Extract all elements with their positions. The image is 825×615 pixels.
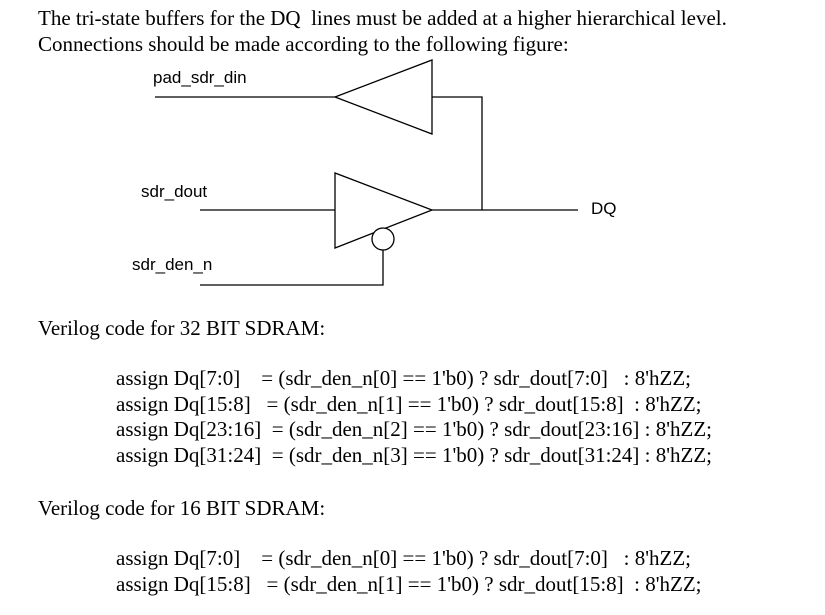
- intro-line-2: Connections should be made according to …: [38, 32, 569, 56]
- heading-32-bit: Verilog code for 32 BIT SDRAM:: [38, 316, 326, 340]
- code-line: assign Dq[7:0] = (sdr_den_n[0] == 1'b0) …: [116, 366, 692, 390]
- feedback-wire: [432, 96, 483, 210]
- tristate-buffer-diagram: pad_sdr_din sdr_dout sdr_den_n DQ: [132, 59, 617, 286]
- input-buffer-triangle: [333, 59, 433, 135]
- code-line: assign Dq[7:0] = (sdr_den_n[0] == 1'b0) …: [116, 546, 692, 570]
- label-pad-sdr-din: pad_sdr_din: [153, 68, 247, 87]
- code-line: assign Dq[23:16] = (sdr_den_n[2] == 1'b0…: [116, 417, 713, 441]
- code-line: assign Dq[15:8] = (sdr_den_n[1] == 1'b0)…: [116, 391, 702, 416]
- heading-16-bit: Verilog code for 16 BIT SDRAM:: [38, 496, 326, 520]
- code-line: assign Dq[31:24] = (sdr_den_n[3] == 1'b0…: [116, 442, 713, 467]
- intro-line-1: The tri-state buffers for the DQ lines m…: [38, 6, 727, 30]
- code-block-32-bit: assign Dq[7:0] = (sdr_den_n[0] == 1'b0) …: [116, 366, 712, 468]
- label-sdr-dout: sdr_dout: [141, 182, 207, 201]
- label-sdr-den-n: sdr_den_n: [132, 255, 212, 274]
- code-block-16-bit: assign Dq[7:0] = (sdr_den_n[0] == 1'b0) …: [116, 546, 702, 597]
- label-dq: DQ: [591, 199, 617, 218]
- intro-paragraph: The tri-state buffers for the DQ lines m…: [38, 5, 727, 57]
- enable-bubble: [371, 227, 395, 251]
- code-line: assign Dq[15:8] = (sdr_den_n[1] == 1'b0)…: [116, 571, 702, 596]
- sdr-den-n-wire: [200, 250, 384, 286]
